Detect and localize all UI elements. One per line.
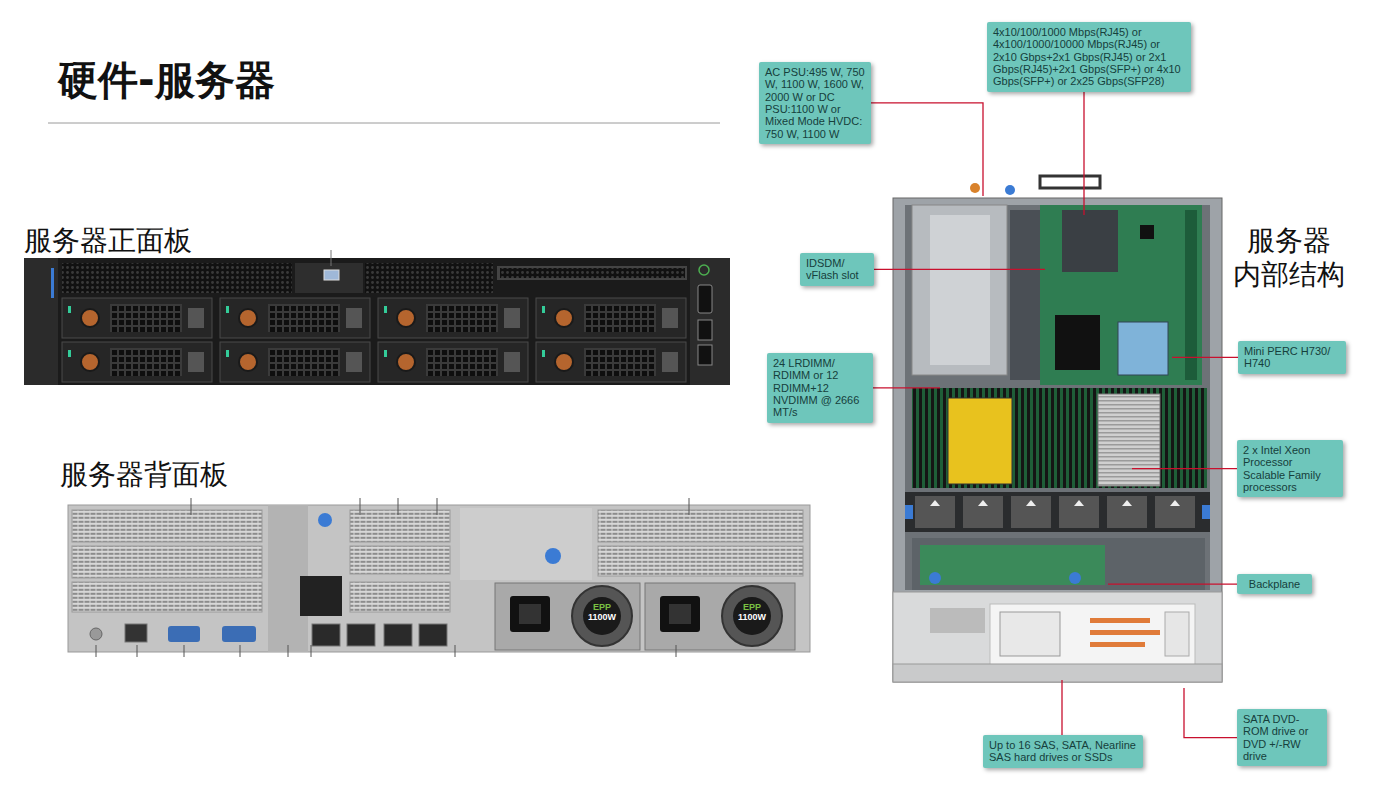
leader-line bbox=[1108, 584, 1237, 585]
leader-line bbox=[1132, 468, 1237, 469]
callout-box: AC PSU:495 W, 750 W, 1100 W, 1600 W, 200… bbox=[759, 62, 871, 144]
leader-line bbox=[873, 387, 940, 388]
callout-text: Backplane bbox=[1243, 578, 1306, 590]
leader-line bbox=[1083, 92, 1084, 215]
callout-box: 24 LRDIMM/ RDIMM or 12 RDIMM+12 NVDIMM @… bbox=[767, 353, 873, 423]
callout-text: 2 x Intel Xeon Processor Scalable Family… bbox=[1243, 444, 1337, 493]
callout-box: 2 x Intel Xeon Processor Scalable Family… bbox=[1237, 440, 1343, 497]
callout-box: Up to 16 SAS, SATA, Nearline SAS hard dr… bbox=[983, 735, 1143, 768]
psu-badge-text: EPP bbox=[582, 603, 622, 613]
leader-line bbox=[1061, 680, 1062, 735]
section-label: 服务器 内部结构 bbox=[1226, 224, 1352, 291]
slide-title: 硬件-服务器 bbox=[58, 56, 275, 104]
psu-badge-text: 1100W bbox=[582, 613, 622, 623]
leader-line bbox=[871, 103, 983, 196]
callout-box: SATA DVD-ROM drive or DVD +/-RW drive bbox=[1237, 709, 1327, 766]
callout-text: AC PSU:495 W, 750 W, 1100 W, 1600 W, 200… bbox=[765, 66, 865, 140]
callout-box: Backplane bbox=[1237, 574, 1312, 594]
callout-text: 24 LRDIMM/ RDIMM or 12 RDIMM+12 NVDIMM @… bbox=[773, 357, 867, 419]
callout-text: Up to 16 SAS, SATA, Nearline SAS hard dr… bbox=[989, 739, 1137, 764]
callout-text: SATA DVD-ROM drive or DVD +/-RW drive bbox=[1243, 713, 1321, 762]
psu-badge-text: EPP bbox=[732, 603, 772, 613]
callout-text: 4x10/100/1000 Mbps(RJ45) or 4x100/1000/1… bbox=[993, 26, 1185, 88]
callout-text: Mini PERC H730/ H740 bbox=[1244, 345, 1340, 370]
callout-box: Mini PERC H730/ H740 bbox=[1238, 341, 1346, 374]
callout-box: 4x10/100/1000 Mbps(RJ45) or 4x100/1000/1… bbox=[987, 22, 1191, 92]
psu-badge-text: 1100W bbox=[732, 613, 772, 623]
leader-line bbox=[1172, 357, 1238, 358]
callout-box: IDSDM/ vFlash slot bbox=[800, 253, 874, 286]
section-label: 服务器背面板 bbox=[60, 458, 280, 492]
section-label: 服务器正面板 bbox=[24, 224, 244, 258]
leader-line bbox=[1184, 688, 1237, 738]
leader-line bbox=[874, 269, 1045, 270]
callout-text: IDSDM/ vFlash slot bbox=[806, 257, 868, 282]
